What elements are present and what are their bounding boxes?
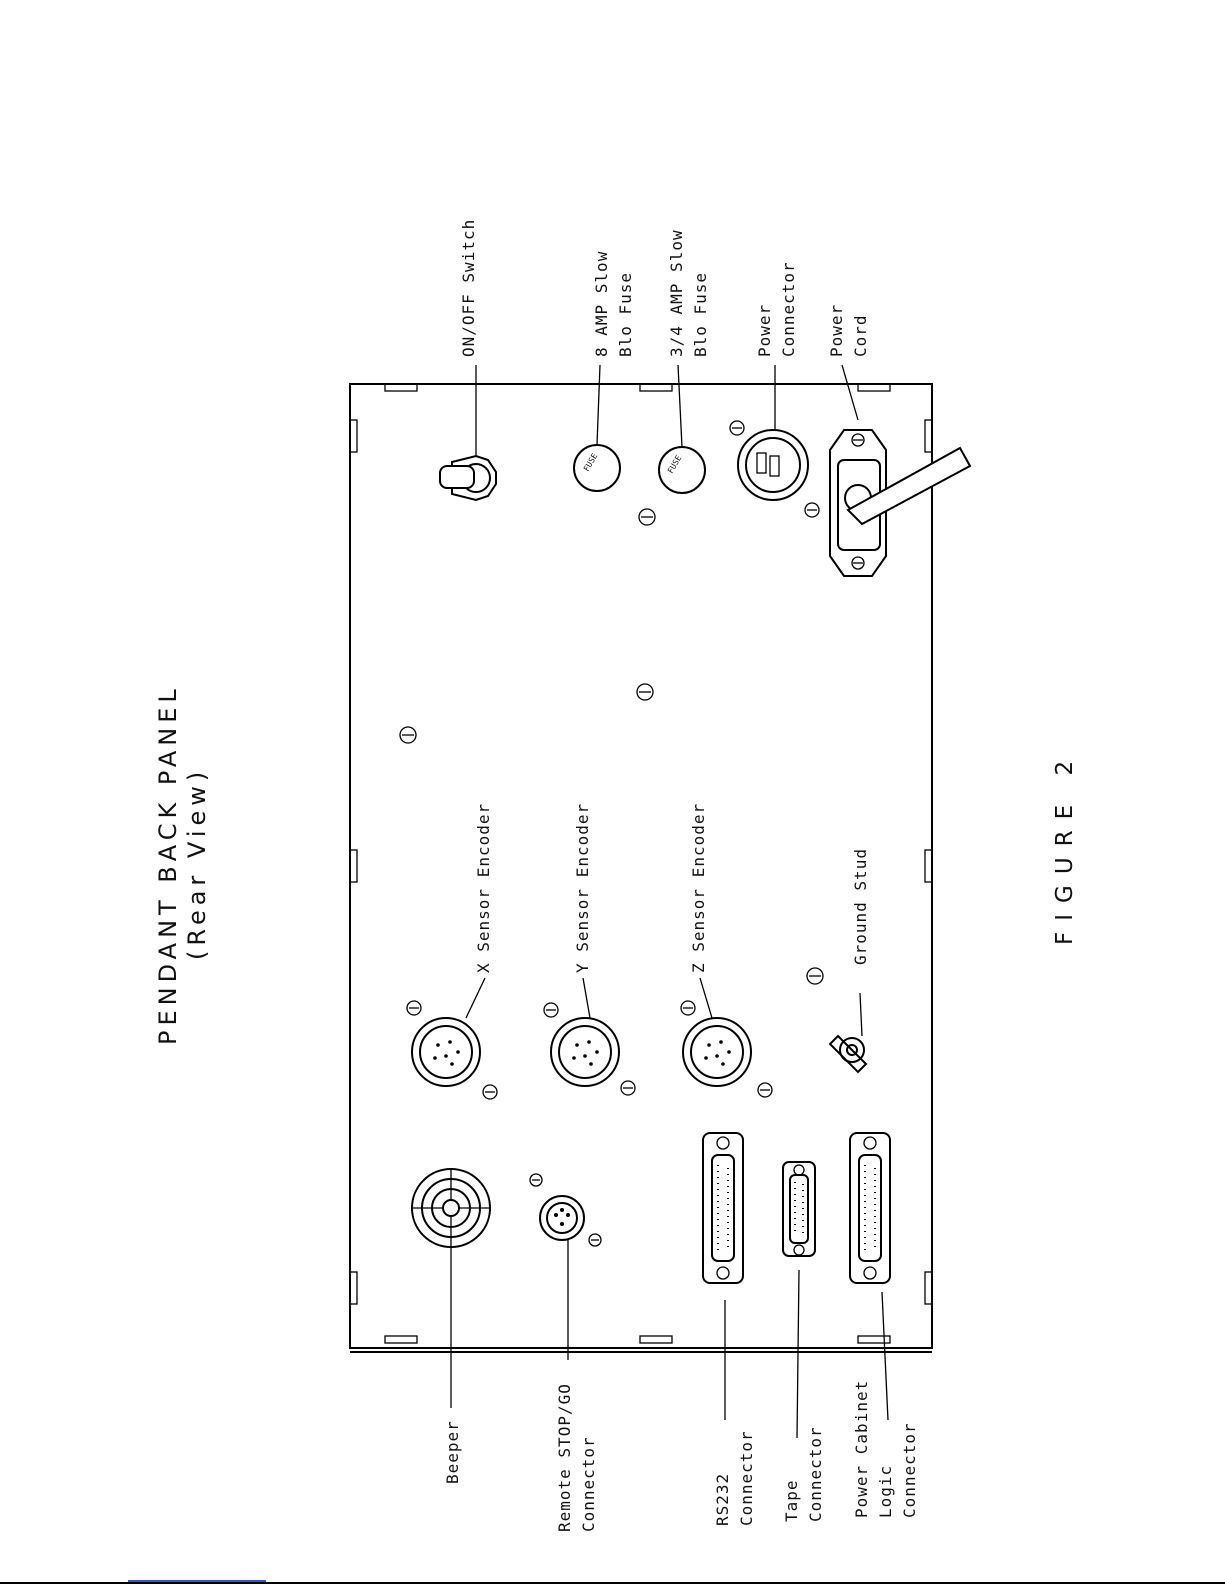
label-x-sensor: X Sensor Encoder — [474, 803, 493, 973]
label-fuse-34amp-1: 3/4 AMP Slow — [667, 229, 686, 357]
svg-text:FUSE: FUSE — [582, 452, 600, 473]
label-ground-stud: Ground Stud — [851, 848, 870, 965]
label-remote-2: Connector — [579, 1436, 598, 1532]
ground-stud — [830, 993, 866, 1072]
label-power-connector-1: Power — [755, 304, 774, 357]
beeper — [412, 1169, 490, 1408]
remote-stop-go-connector — [530, 1174, 601, 1360]
label-remote-1: Remote STOP/GO — [555, 1383, 574, 1532]
title-line2: (Rear View) — [183, 767, 211, 960]
figure-caption: FIGURE 2 — [1052, 750, 1078, 945]
label-pcl-1: Power Cabinet — [852, 1380, 871, 1518]
label-pcl-3: Connector — [900, 1422, 919, 1518]
svg-text:FUSE: FUSE — [666, 454, 684, 475]
rs232-connector — [703, 1133, 743, 1420]
label-power-cord-2: Cord — [851, 314, 870, 357]
panel-screw-4 — [807, 968, 823, 984]
on-off-switch — [440, 365, 496, 500]
label-y-sensor: Y Sensor Encoder — [573, 803, 592, 973]
label-beeper: Beeper — [443, 1420, 462, 1484]
label-rs232-2: Connector — [737, 1430, 756, 1526]
label-power-connector-2: Connector — [779, 261, 798, 357]
label-power-cord-1: Power — [827, 304, 846, 357]
label-pcl-2: Logic — [876, 1465, 895, 1518]
label-tape-1: Tape — [782, 1479, 801, 1522]
x-sensor-encoder — [407, 978, 497, 1099]
y-sensor-encoder — [544, 978, 635, 1095]
power-cord — [830, 365, 970, 576]
label-z-sensor: Z Sensor Encoder — [689, 803, 708, 973]
label-tape-2: Connector — [806, 1426, 825, 1522]
z-sensor-encoder — [681, 978, 772, 1097]
label-on-off-switch: ON/OFF Switch — [459, 219, 478, 357]
label-fuse-8amp-1: 8 AMP Slow — [592, 251, 611, 357]
label-rs232-1: RS232 — [713, 1473, 732, 1526]
label-fuse-8amp-2: Blo Fuse — [616, 272, 635, 357]
power-cabinet-logic-connector — [850, 1133, 890, 1420]
panel-outline — [350, 384, 932, 1352]
panel-screw-1 — [400, 727, 416, 743]
title-line1: PENDANT BACK PANEL — [154, 684, 182, 1045]
panel-screw-3 — [639, 509, 655, 525]
tape-connector — [783, 1162, 815, 1438]
power-connector — [730, 365, 819, 517]
label-fuse-34amp-2: Blo Fuse — [691, 272, 710, 357]
panel-screw-2 — [637, 684, 653, 700]
